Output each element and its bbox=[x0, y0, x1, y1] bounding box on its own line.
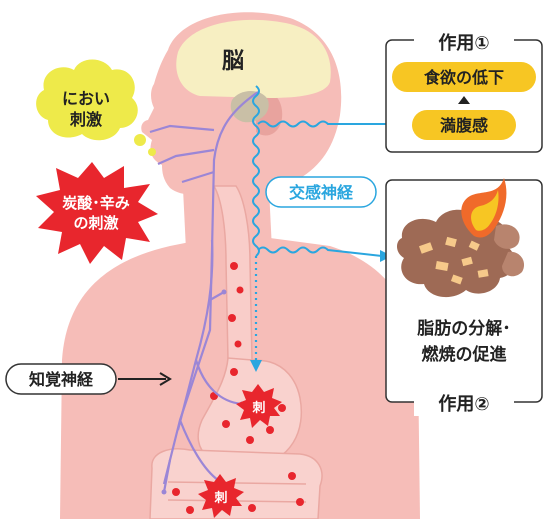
sensory-label-text: 知覚神経 bbox=[29, 370, 94, 389]
effect1-title: 作用① bbox=[438, 32, 489, 54]
intestine-stimulus-text: 刺 bbox=[214, 490, 227, 506]
effect2-line2: 燃焼の促進 bbox=[422, 344, 507, 365]
carbonic-stimulus-starburst: 炭酸･辛み の刺激 bbox=[36, 162, 158, 264]
sensory-nerves bbox=[149, 91, 259, 493]
effect1-appetite: 食欲の低下 bbox=[423, 68, 504, 87]
effect1-panel: 作用① 食欲の低下 満腹感 bbox=[385, 28, 543, 153]
body-silhouette bbox=[60, 12, 420, 519]
stimulus-dots bbox=[172, 262, 304, 514]
effect1-up-arrow-icon bbox=[458, 96, 470, 104]
smell-stimulus-cloud: におい 刺激 bbox=[36, 59, 156, 156]
sympathetic-label: 交感神経 bbox=[265, 176, 377, 208]
carbonic-label-line2: の刺激 bbox=[73, 214, 119, 232]
effect2-title: 作用② bbox=[438, 393, 489, 415]
fat-burning-illustration bbox=[397, 178, 525, 298]
carbonic-label-line1: 炭酸･辛み bbox=[62, 194, 130, 212]
sensory-label: 知覚神経 bbox=[5, 363, 172, 395]
smell-label-line1: におい bbox=[62, 89, 110, 108]
brain-label: 脳 bbox=[222, 49, 244, 74]
stomach-stimulus-badge: 刺 bbox=[236, 384, 282, 428]
effect2-line1: 脂肪の分解･ bbox=[417, 318, 511, 339]
stomach-stimulus-text: 刺 bbox=[252, 400, 265, 416]
effect1-satiety: 満腹感 bbox=[440, 116, 488, 135]
smell-label-line2: 刺激 bbox=[69, 110, 102, 129]
effect2-panel: 脂肪の分解･ 燃焼の促進 作用② bbox=[385, 178, 543, 416]
sympathetic-label-text: 交感神経 bbox=[289, 183, 354, 202]
intestine-stimulus-badge: 刺 bbox=[198, 474, 244, 518]
